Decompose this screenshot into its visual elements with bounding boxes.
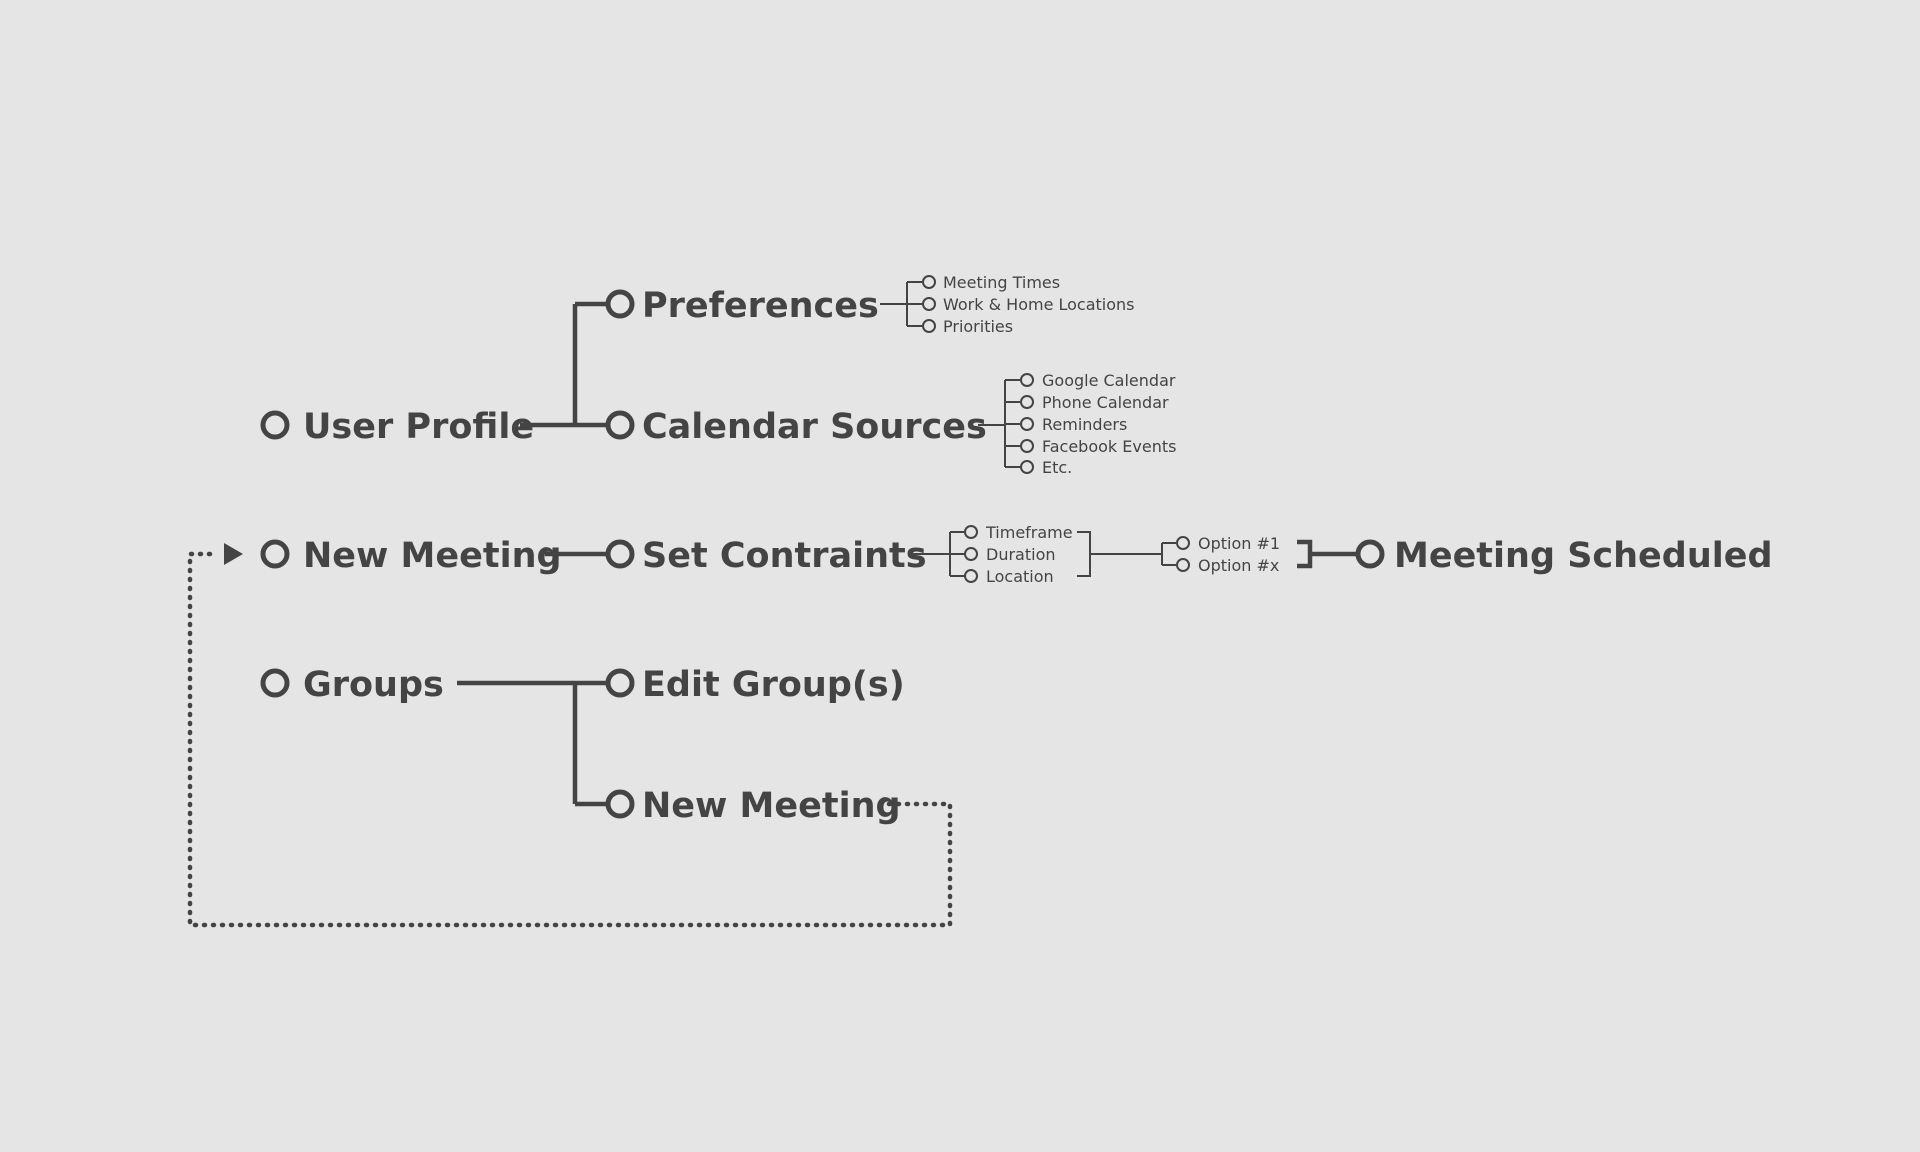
calendar-source-label: Phone Calendar: [1042, 393, 1169, 412]
constraint-item-node-icon: [964, 525, 978, 539]
user-profile-node-icon: [260, 410, 290, 440]
preference-item-node-icon: [922, 297, 936, 311]
calendar-sources-node-icon: [605, 410, 635, 440]
groups-label: Groups: [303, 665, 444, 705]
calendar-source-label: Facebook Events: [1042, 437, 1176, 456]
constraint-item-label: Timeframe: [985, 523, 1073, 542]
groups-new-meeting-node-icon: [605, 789, 635, 819]
new-meeting-label: New Meeting: [303, 536, 562, 576]
calendar-sources-label: Calendar Sources: [642, 407, 987, 447]
calendar-sources-items-connector: [978, 379, 1020, 468]
calendar-source-node-icon: [1020, 439, 1034, 453]
user-profile-label: User Profile: [303, 407, 534, 447]
loop-arrow-icon: [224, 543, 243, 565]
set-constraints-node-icon: [605, 539, 635, 569]
calendar-source-node-icon: [1020, 417, 1034, 431]
preferences-items-connector: [880, 281, 922, 327]
preference-item-node-icon: [922, 319, 936, 333]
new-meeting-node-icon: [260, 539, 290, 569]
calendar-source-node-icon: [1020, 373, 1034, 387]
option-node-icon: [1176, 536, 1190, 550]
options-bracket: [1297, 539, 1358, 569]
edit-groups-node-icon: [605, 668, 635, 698]
groups-node-icon: [260, 668, 290, 698]
meeting-scheduled-label: Meeting Scheduled: [1394, 536, 1773, 576]
constraint-item-node-icon: [964, 569, 978, 583]
preference-item-label: Meeting Times: [943, 273, 1060, 292]
user-profile-connector: [520, 301, 608, 428]
calendar-source-label: Etc.: [1042, 458, 1072, 477]
options-connector: [1161, 542, 1176, 566]
meeting-scheduled-node-icon: [1355, 539, 1385, 569]
calendar-source-label: Reminders: [1042, 415, 1127, 434]
constraints-bracket: [1077, 531, 1162, 577]
preferences-label: Preferences: [642, 286, 879, 326]
preference-item-label: Priorities: [943, 317, 1013, 336]
groups-new-meeting-label: New Meeting: [642, 786, 901, 826]
option-node-icon: [1176, 558, 1190, 572]
set-constraints-label: Set Contraints: [642, 536, 927, 576]
calendar-source-label: Google Calendar: [1042, 371, 1176, 390]
preferences-node-icon: [605, 289, 635, 319]
constraint-item-label: Location: [986, 567, 1054, 586]
option-label: Option #x: [1198, 556, 1279, 575]
edit-groups-label: Edit Group(s): [642, 665, 905, 705]
loop-back-dotted-line: [187, 551, 953, 928]
constraints-items-connector: [913, 531, 965, 577]
calendar-source-node-icon: [1020, 395, 1034, 409]
calendar-source-node-icon: [1020, 460, 1034, 474]
preference-item-node-icon: [922, 275, 936, 289]
groups-connector: [457, 680, 608, 807]
option-label: Option #1: [1198, 534, 1280, 553]
constraint-item-label: Duration: [986, 545, 1056, 564]
constraint-item-node-icon: [964, 547, 978, 561]
preference-item-label: Work & Home Locations: [943, 295, 1135, 314]
